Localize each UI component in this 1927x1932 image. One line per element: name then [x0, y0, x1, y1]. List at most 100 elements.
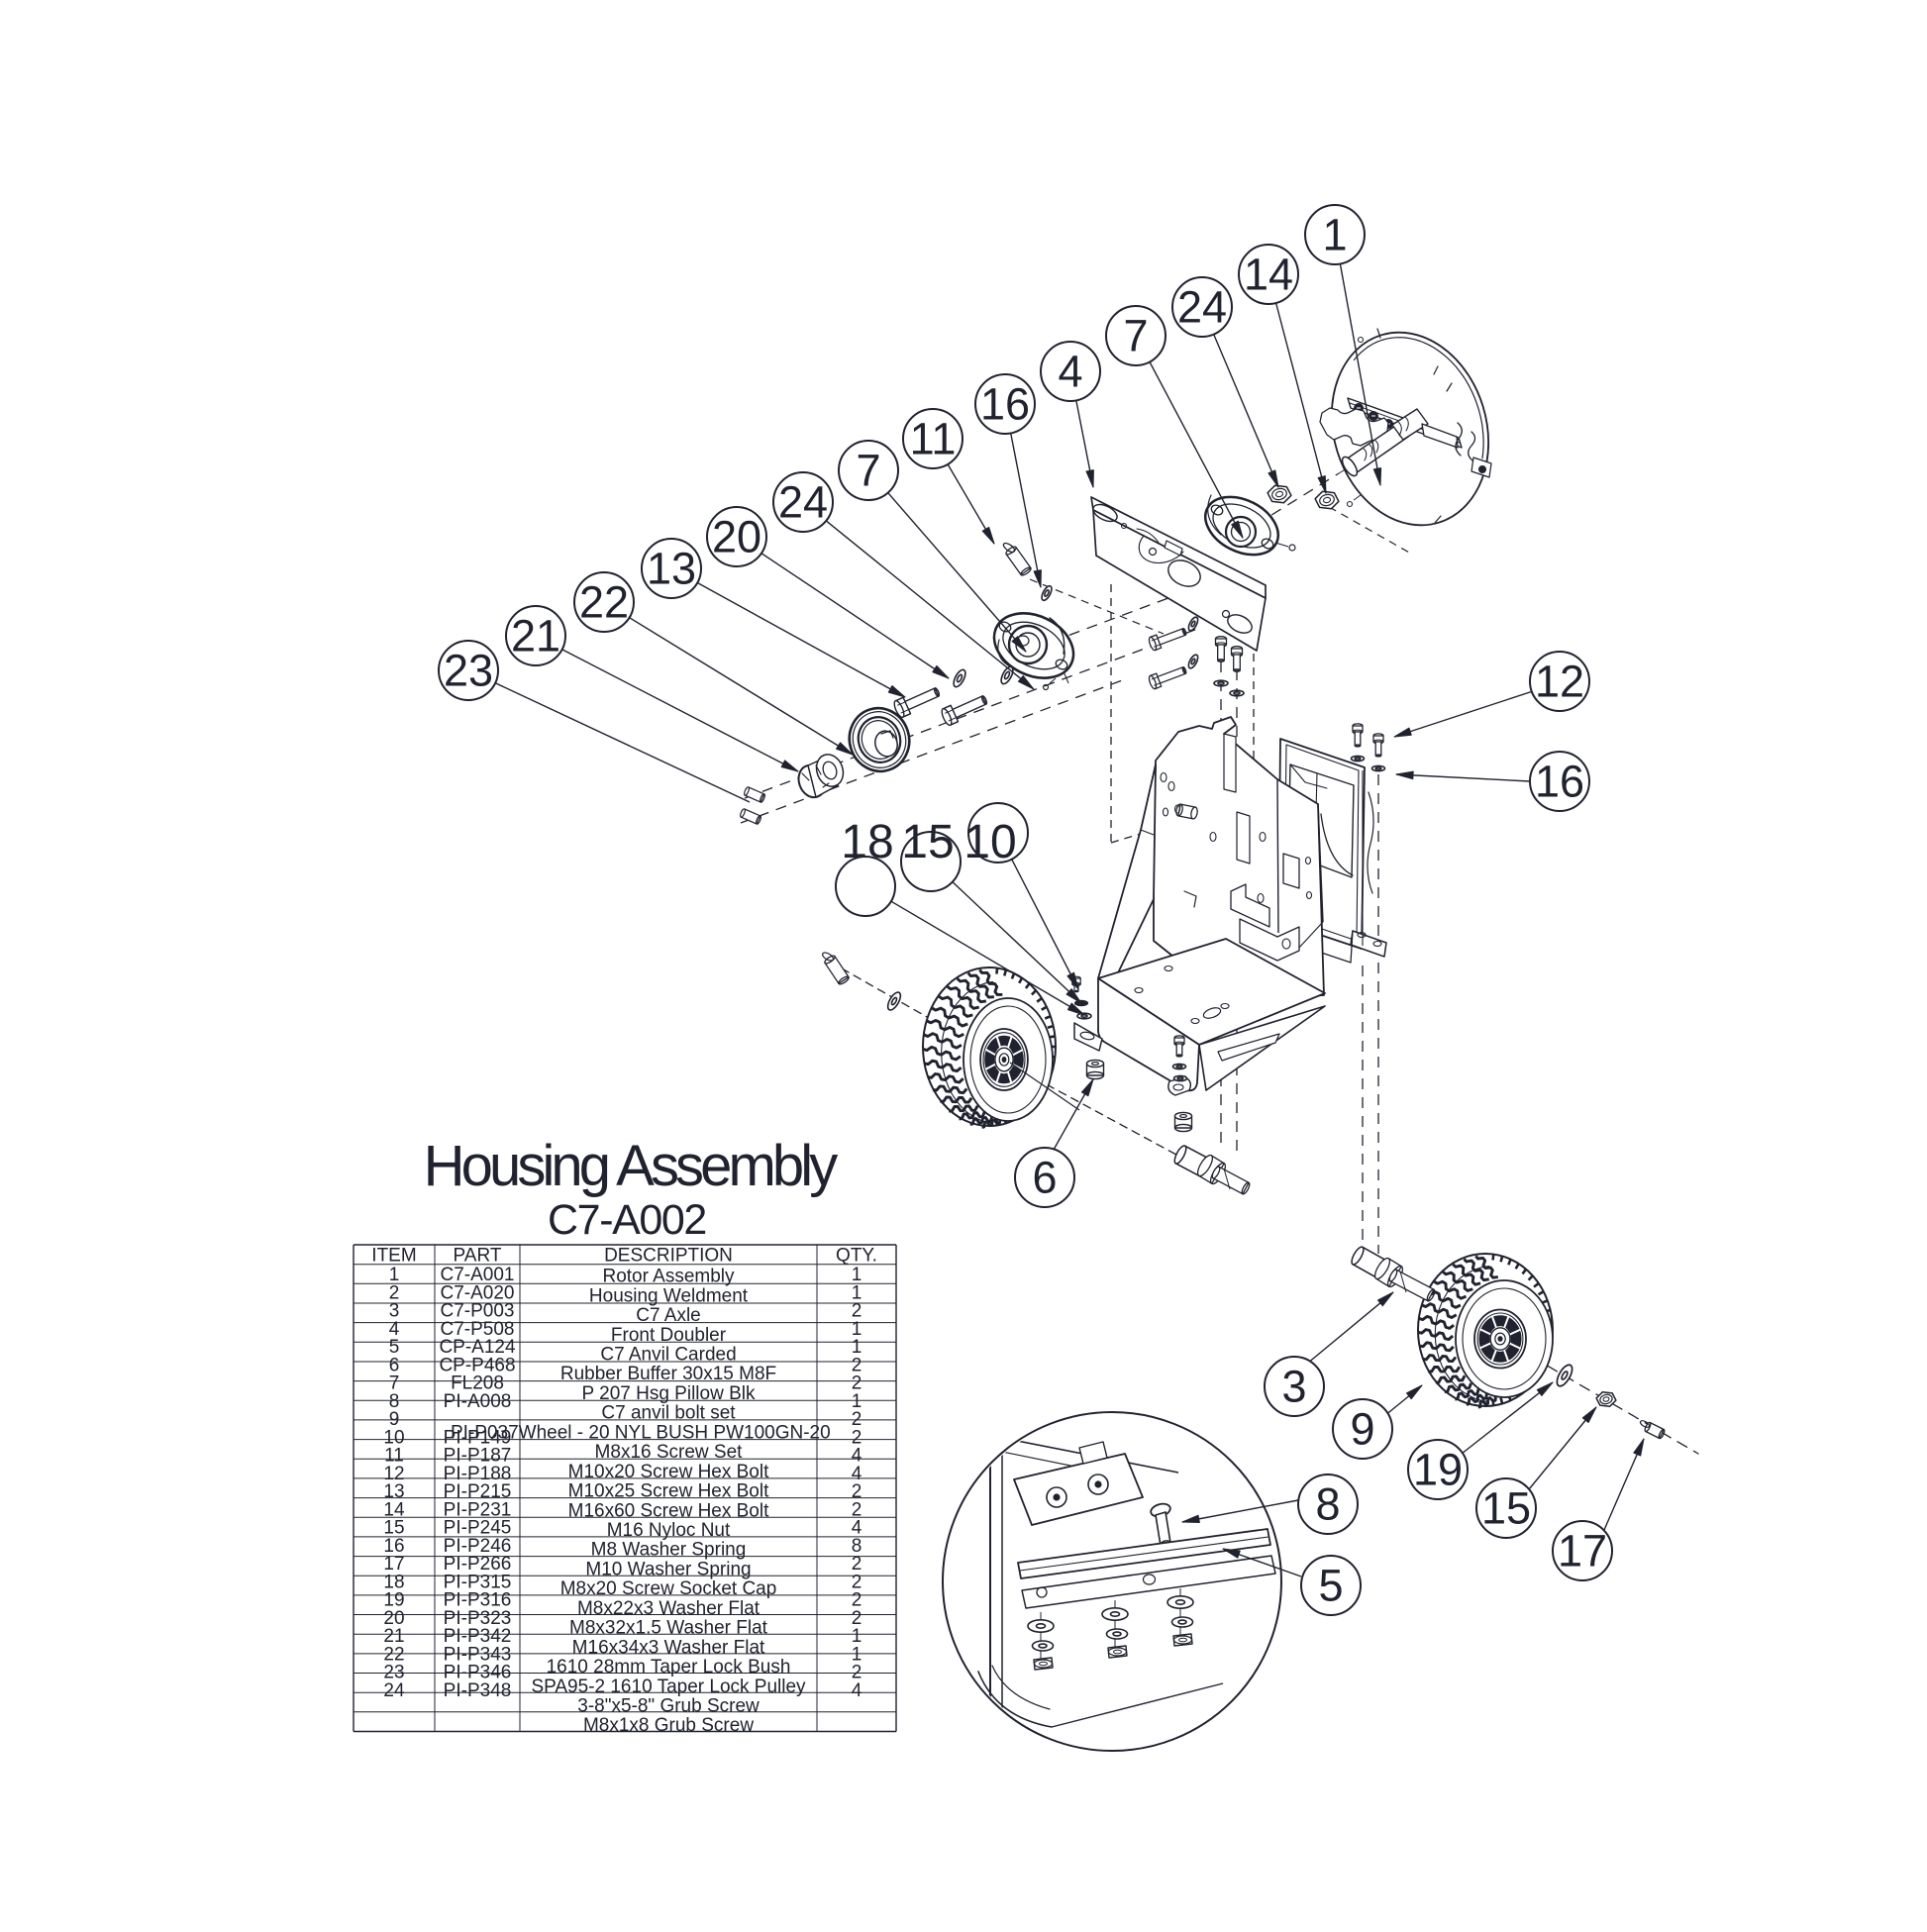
svg-text:P 207 Hsg Pillow Blk: P 207 Hsg Pillow Blk: [582, 1383, 756, 1404]
svg-text:C7-P508: C7-P508: [441, 1319, 515, 1340]
svg-text:15: 15: [901, 816, 954, 868]
svg-text:15: 15: [1481, 1483, 1531, 1534]
svg-text:PI-P245: PI-P245: [444, 1518, 512, 1539]
svg-text:5: 5: [389, 1337, 400, 1358]
svg-text:M10x25 Screw Hex Bolt: M10x25 Screw Hex Bolt: [568, 1481, 769, 1502]
svg-text:1: 1: [852, 1337, 862, 1358]
svg-text:PI-P346: PI-P346: [444, 1663, 512, 1683]
svg-text:9: 9: [389, 1409, 400, 1430]
svg-text:2: 2: [852, 1572, 862, 1592]
svg-text:18: 18: [383, 1572, 404, 1592]
svg-text:M10 Washer Spring: M10 Washer Spring: [585, 1560, 751, 1580]
svg-text:PI-P316: PI-P316: [444, 1590, 512, 1611]
svg-text:20: 20: [712, 512, 761, 562]
svg-text:2: 2: [852, 1373, 862, 1394]
svg-text:C7-P003: C7-P003: [441, 1301, 515, 1322]
svg-text:C7-A002: C7-A002: [548, 1196, 706, 1244]
svg-text:QTY.: QTY.: [836, 1246, 877, 1267]
svg-text:PI-P188: PI-P188: [444, 1464, 512, 1484]
svg-text:Housing Weldment: Housing Weldment: [589, 1285, 749, 1306]
svg-text:PI-P348: PI-P348: [444, 1680, 512, 1701]
svg-text:PI-P246: PI-P246: [444, 1536, 512, 1557]
svg-text:1610 28mm Taper Lock Bush: 1610 28mm Taper Lock Bush: [547, 1657, 791, 1678]
svg-text:2: 2: [852, 1427, 862, 1448]
svg-text:C7-A020: C7-A020: [441, 1282, 515, 1303]
svg-text:11: 11: [384, 1446, 404, 1467]
svg-text:14: 14: [1244, 250, 1293, 300]
svg-text:M16x34x3 Washer Flat: M16x34x3 Washer Flat: [572, 1637, 765, 1658]
svg-text:21: 21: [383, 1626, 404, 1647]
svg-text:14: 14: [383, 1499, 405, 1520]
svg-text:PI-P149: PI-P149: [444, 1427, 512, 1448]
svg-text:22: 22: [579, 577, 629, 628]
svg-text:1: 1: [852, 1319, 862, 1340]
svg-text:21: 21: [511, 611, 560, 661]
svg-text:PI-P187: PI-P187: [444, 1446, 512, 1467]
svg-text:1: 1: [1322, 210, 1347, 260]
svg-text:10: 10: [964, 816, 1016, 868]
svg-text:22: 22: [383, 1644, 404, 1665]
svg-text:Rubber Buffer 30x15 M8F: Rubber Buffer 30x15 M8F: [560, 1364, 776, 1384]
svg-text:PI-P231: PI-P231: [444, 1499, 512, 1520]
svg-text:C7-A001: C7-A001: [441, 1265, 515, 1285]
svg-text:1: 1: [852, 1265, 862, 1285]
svg-text:M8x1x8 Grub Screw: M8x1x8 Grub Screw: [583, 1715, 754, 1736]
svg-text:24: 24: [778, 477, 828, 528]
svg-text:9: 9: [1350, 1404, 1374, 1455]
svg-text:23: 23: [383, 1663, 404, 1683]
svg-text:3-8"x5-8" Grub Screw: 3-8"x5-8" Grub Screw: [577, 1696, 760, 1717]
svg-text:4: 4: [852, 1680, 862, 1701]
svg-text:SPA95-2 1610 Taper Lock Pulley: SPA95-2 1610 Taper Lock Pulley: [531, 1677, 806, 1697]
svg-text:19: 19: [383, 1590, 404, 1611]
svg-text:PI-P342: PI-P342: [444, 1626, 512, 1647]
svg-text:10: 10: [383, 1427, 404, 1448]
svg-text:C7 Axle: C7 Axle: [636, 1305, 700, 1326]
svg-text:1: 1: [389, 1265, 400, 1285]
svg-text:15: 15: [383, 1518, 404, 1539]
svg-text:4: 4: [389, 1319, 400, 1340]
svg-text:C7 anvil bolt set: C7 anvil bolt set: [601, 1403, 736, 1424]
svg-text:ITEM: ITEM: [371, 1246, 416, 1267]
svg-text:PI-A008: PI-A008: [444, 1391, 512, 1412]
svg-text:17: 17: [383, 1554, 404, 1575]
svg-text:8: 8: [389, 1391, 400, 1412]
svg-text:13: 13: [383, 1481, 404, 1502]
svg-text:C7 Anvil Carded: C7 Anvil Carded: [600, 1345, 736, 1366]
svg-text:4: 4: [852, 1518, 862, 1539]
svg-text:CP-A124: CP-A124: [439, 1337, 516, 1358]
svg-text:2: 2: [852, 1409, 862, 1430]
svg-text:7: 7: [1123, 311, 1148, 361]
svg-text:DESCRIPTION: DESCRIPTION: [604, 1246, 733, 1267]
svg-text:13: 13: [647, 544, 696, 594]
svg-text:2: 2: [852, 1499, 862, 1520]
svg-text:PI-P323: PI-P323: [444, 1608, 512, 1629]
svg-text:PI-P315: PI-P315: [444, 1572, 512, 1592]
svg-text:8: 8: [1315, 1479, 1340, 1530]
svg-text:M16x60 Screw Hex Bolt: M16x60 Screw Hex Bolt: [568, 1500, 769, 1521]
svg-text:8: 8: [852, 1536, 862, 1557]
svg-text:FL208: FL208: [451, 1373, 504, 1394]
svg-text:M10x20 Screw Hex Bolt: M10x20 Screw Hex Bolt: [568, 1462, 769, 1482]
svg-text:20: 20: [383, 1608, 404, 1629]
svg-text:2: 2: [852, 1481, 862, 1502]
svg-text:M8x32x1.5 Washer Flat: M8x32x1.5 Washer Flat: [569, 1618, 768, 1639]
svg-text:2: 2: [389, 1282, 400, 1303]
svg-text:1: 1: [852, 1391, 862, 1412]
svg-text:PART: PART: [454, 1246, 502, 1267]
svg-text:1: 1: [852, 1626, 862, 1647]
svg-text:6: 6: [1032, 1153, 1057, 1203]
svg-text:7: 7: [389, 1373, 400, 1394]
svg-text:2: 2: [852, 1590, 862, 1611]
svg-text:16: 16: [980, 379, 1030, 430]
svg-text:4: 4: [852, 1446, 862, 1467]
svg-text:18: 18: [841, 816, 893, 868]
svg-text:M8x16 Screw Set: M8x16 Screw Set: [595, 1442, 744, 1463]
svg-text:12: 12: [1535, 657, 1584, 707]
svg-text:16: 16: [383, 1536, 404, 1557]
svg-text:PI-P215: PI-P215: [444, 1481, 512, 1502]
svg-text:M8 Washer Spring: M8 Washer Spring: [591, 1540, 747, 1561]
svg-text:5: 5: [1318, 1561, 1343, 1611]
svg-text:4: 4: [1058, 347, 1082, 397]
svg-text:6: 6: [389, 1355, 400, 1375]
svg-text:2: 2: [852, 1301, 862, 1322]
